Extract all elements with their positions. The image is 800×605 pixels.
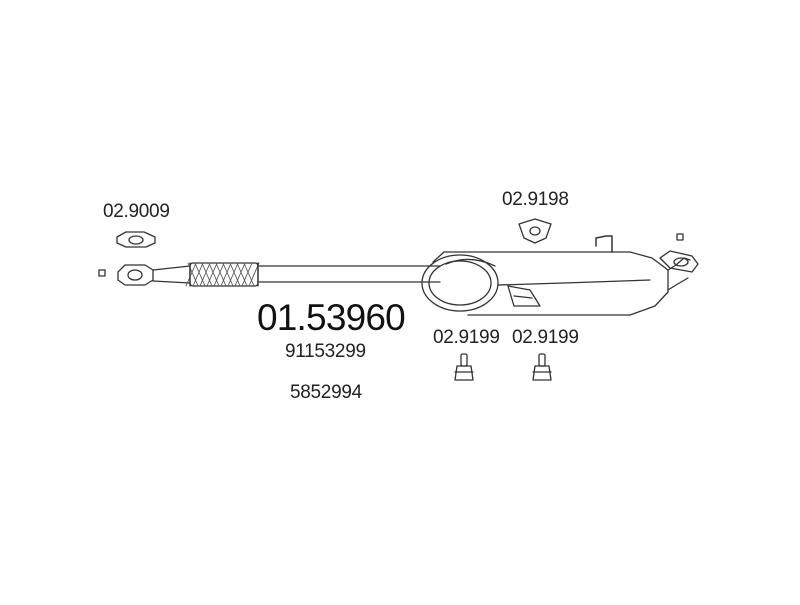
front-flange-icon (117, 264, 154, 286)
part-number: 01.53960 (257, 297, 406, 338)
front-pipe (152, 265, 191, 284)
hanger-label-right: 02.9199 (512, 327, 579, 348)
middle-pipe (257, 265, 441, 283)
oem-number-1: 91153299 (285, 341, 366, 362)
hanger-label-left: 02.9199 (433, 327, 500, 348)
muffler-gasket-icon (518, 218, 552, 244)
muffler-hook (595, 235, 613, 253)
muffler-bracket (507, 285, 541, 307)
flange-gasket-icon (116, 231, 156, 248)
oem-number-2: 5852994 (290, 382, 362, 403)
flex-pipe-section (185, 262, 260, 287)
end-marker-left (98, 269, 106, 277)
rear-flange-icon (659, 250, 699, 291)
gasket-label-9009: 02.9009 (103, 201, 170, 222)
muffler-body (421, 251, 669, 316)
end-marker-right (676, 233, 684, 241)
gasket-label-9198: 02.9198 (502, 189, 569, 210)
rubber-hanger-right-icon (532, 353, 552, 381)
rubber-hanger-left-icon (454, 353, 474, 381)
